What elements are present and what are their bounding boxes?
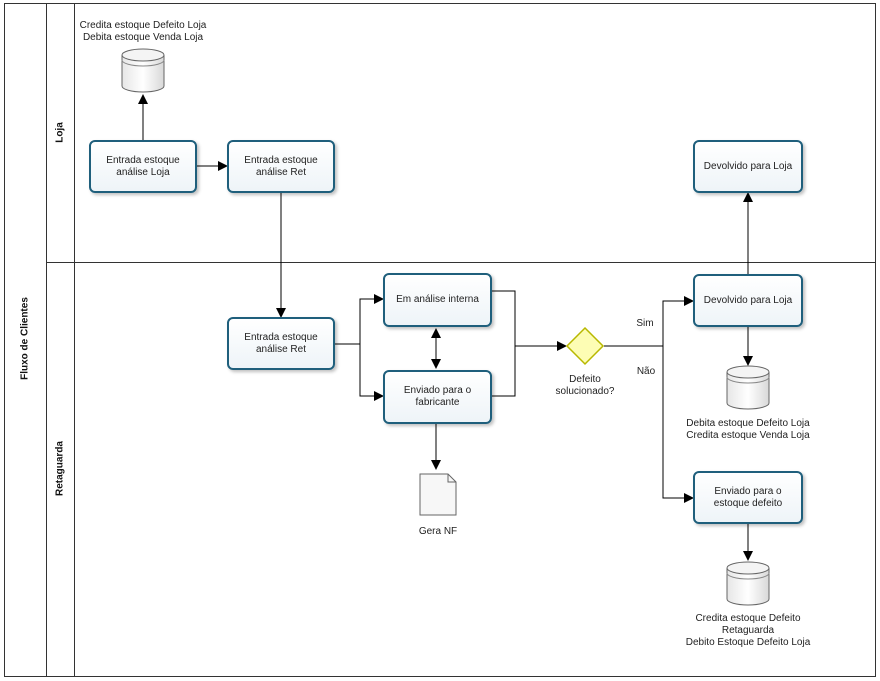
lane-label-loja: Loja [54,122,66,143]
flow-fabricante-to-gateway [492,346,516,397]
task-label: Devolvido para Loja [703,160,793,172]
flow-gateway-sim [604,296,694,347]
decision-gateway[interactable] [565,326,605,366]
document-label: Gera NF [418,526,458,537]
datastore-devolvido-icon [726,365,770,410]
task-label: Enviado para o fabricante [403,385,472,408]
task-label: Enviado para o estoque defeito [713,485,783,509]
task-entrada-estoque-ret[interactable]: Entrada estoque análise Ret [227,317,335,370]
flow-gateway-nao [662,346,694,503]
datastore-devolvido-label: Debita estoque Defeito Loja Credita esto… [686,418,810,441]
task-entrada-estoque-loja[interactable]: Entrada estoque análise Loja [89,140,197,193]
task-label: Entrada estoque análise Ret [244,331,318,355]
gateway-yes-label: Sim [636,318,654,329]
task-devolvido-loja-ret[interactable]: Devolvido para Loja [693,274,803,327]
gateway-label: Defeito solucionado? [555,374,615,397]
task-enviado-estoque-defeito[interactable]: Enviado para o estoque defeito [693,471,803,524]
datastore-defeito-label: Credita estoque Defeito Retaguarda Debit… [685,613,811,648]
pool-title: Fluxo de Clientes [19,297,31,380]
task-label: Devolvido para Loja [703,294,793,306]
datastore-loja-icon [121,48,165,93]
datastore-defeito-icon [726,561,770,606]
task-devolvido-loja-top[interactable]: Devolvido para Loja [693,140,803,193]
lane-label-retaguarda: Retaguarda [54,441,66,497]
gateway-no-label: Não [636,366,656,377]
task-label: Em análise interna [396,294,479,305]
task-label: Entrada estoque análise Loja [106,154,180,178]
task-label: Entrada estoque análise Ret [244,154,318,178]
datastore-loja-label: Credita estoque Defeito Loja Debita esto… [79,20,207,43]
task-em-analise-interna[interactable]: Em análise interna [383,273,492,327]
task-enviado-fabricante[interactable]: Enviado para o fabricante [383,370,492,424]
document-icon [419,473,457,516]
flow-em-analise-to-gateway [492,290,567,351]
flow-split-to-enviado-fabricante [335,343,384,401]
task-entrada-estoque-ret-loja[interactable]: Entrada estoque análise Ret [227,140,335,193]
